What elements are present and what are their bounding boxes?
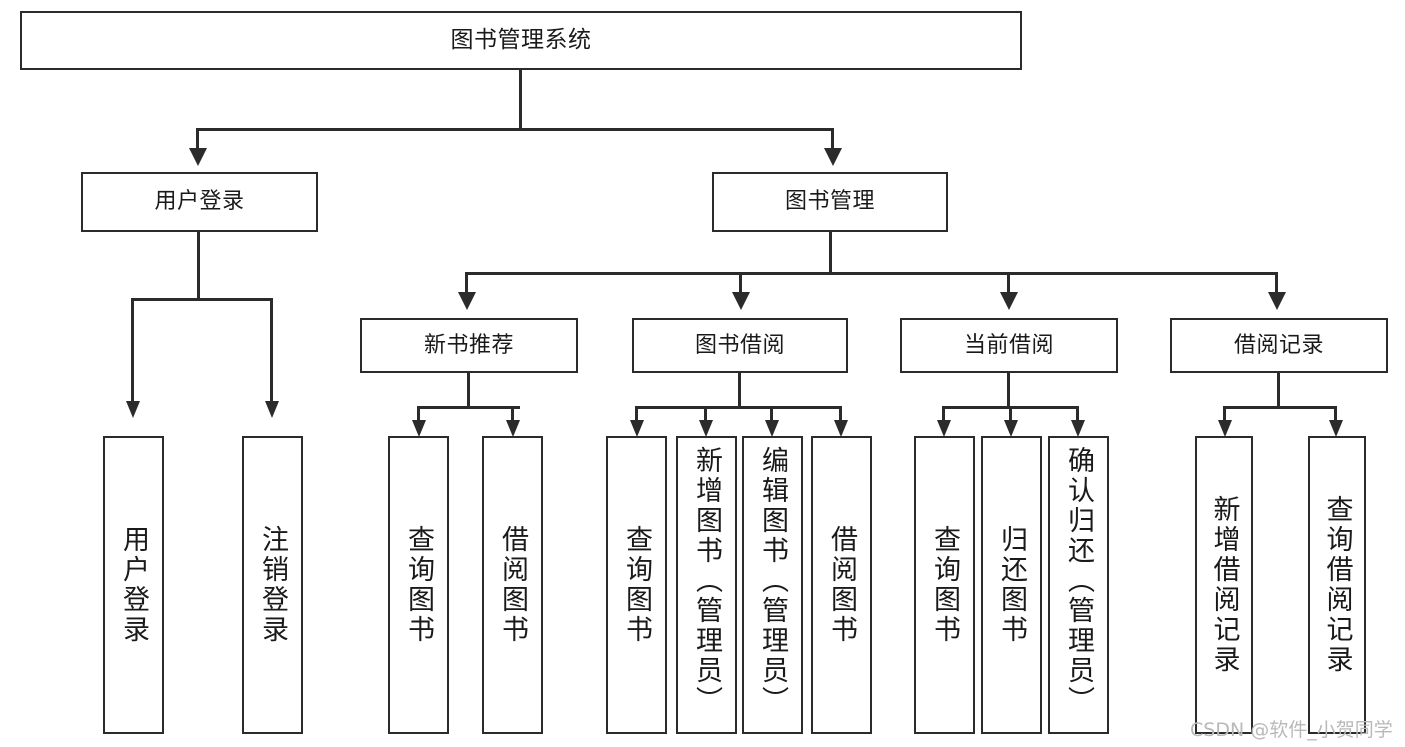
connector-current-borrow-stem <box>1007 373 1010 409</box>
node-user-login[interactable]: 用户登录 <box>81 172 318 232</box>
node-label: 查询借阅记录 <box>1321 495 1353 675</box>
node-label: 当前借阅 <box>963 332 1054 358</box>
node-label: 查询图书 <box>403 525 434 645</box>
node-label: 图书管理 <box>784 189 875 215</box>
connector-new-book-stem <box>467 373 470 409</box>
connector-user-login-stem <box>197 232 200 300</box>
leaf-user-login[interactable]: 用户登录 <box>103 436 164 734</box>
connector-book-borrow-stem <box>738 373 741 409</box>
connector-bm-to-new-book <box>465 272 468 294</box>
leaf-borrow-record-query[interactable]: 查询借阅记录 <box>1308 436 1366 734</box>
node-book-management[interactable]: 图书管理 <box>712 172 948 232</box>
leaf-current-borrow-return-books[interactable]: 归还图书 <box>981 436 1042 734</box>
leaf-new-book-query-books[interactable]: 查询图书 <box>388 436 449 734</box>
node-current-borrow[interactable]: 当前借阅 <box>900 318 1118 373</box>
connector-new-book-drop-2 <box>511 406 514 422</box>
arrow-current-borrow-to-query <box>937 420 951 437</box>
arrow-bm-to-borrow-record <box>1268 292 1286 310</box>
node-label: 图书借阅 <box>694 332 785 358</box>
leaf-current-borrow-query-books[interactable]: 查询图书 <box>914 436 975 734</box>
connector-book-borrow-drop-2 <box>704 406 707 422</box>
arrow-to-leaf-logout <box>265 401 279 418</box>
arrow-current-borrow-to-return <box>1004 420 1018 437</box>
connector-user-login-right-drop <box>270 298 273 403</box>
arrow-book-borrow-to-query <box>630 420 644 437</box>
node-label: 借阅记录 <box>1233 332 1324 358</box>
connector-root-stem <box>519 70 522 130</box>
node-label: 用户登录 <box>118 525 149 645</box>
connector-borrow-record-bus <box>1223 406 1337 409</box>
leaf-book-borrow-lend-books[interactable]: 借阅图书 <box>811 436 872 734</box>
connector-bm-to-current-borrow <box>1007 272 1010 294</box>
connector-book-borrow-bus <box>635 406 842 409</box>
leaf-new-book-borrow-books[interactable]: 借阅图书 <box>482 436 543 734</box>
connector-user-login-left-drop <box>131 298 134 403</box>
node-label: 新增图书（管理员） <box>691 446 722 716</box>
node-label: 用户登录 <box>154 189 245 215</box>
connector-book-borrow-drop-1 <box>635 406 638 422</box>
connector-book-borrow-drop-4 <box>839 406 842 422</box>
arrow-book-borrow-to-edit <box>765 420 779 437</box>
connector-book-borrow-drop-3 <box>770 406 773 422</box>
arrow-to-leaf-user-login <box>126 401 140 418</box>
arrow-bm-to-current-borrow <box>1000 292 1018 310</box>
connector-current-borrow-drop-2 <box>1009 406 1012 422</box>
node-label: 新书推荐 <box>423 332 514 358</box>
node-label: 查询图书 <box>621 525 652 645</box>
node-book-borrow[interactable]: 图书借阅 <box>632 318 848 373</box>
node-label: 编辑图书（管理员） <box>757 446 788 716</box>
connector-book-management-stem <box>829 232 832 274</box>
connector-borrow-record-drop-2 <box>1334 406 1337 422</box>
connector-current-borrow-drop-1 <box>942 406 945 422</box>
connector-book-management-bus <box>465 272 1277 275</box>
node-root-book-management-system[interactable]: 图书管理系统 <box>20 11 1022 70</box>
connector-new-book-bus <box>417 406 520 409</box>
connector-root-bus <box>197 128 834 131</box>
node-label: 借阅图书 <box>497 525 528 645</box>
connector-bm-to-borrow-record <box>1275 272 1278 294</box>
node-label: 借阅图书 <box>826 525 857 645</box>
connector-new-book-drop-1 <box>417 406 420 422</box>
leaf-book-borrow-edit-book-admin[interactable]: 编辑图书（管理员） <box>742 436 803 734</box>
arrow-new-book-to-borrow <box>506 420 520 437</box>
node-label: 归还图书 <box>996 525 1027 645</box>
connector-current-borrow-drop-3 <box>1076 406 1079 422</box>
leaf-current-borrow-confirm-return-admin[interactable]: 确认归还（管理员） <box>1048 436 1109 734</box>
node-label: 确认归还（管理员） <box>1063 446 1094 716</box>
arrow-root-to-book-management <box>824 148 842 166</box>
leaf-logout[interactable]: 注销登录 <box>242 436 303 734</box>
node-label: 图书管理系统 <box>450 27 592 54</box>
connector-root-to-user-login <box>196 128 199 150</box>
leaf-book-borrow-add-book-admin[interactable]: 新增图书（管理员） <box>676 436 737 734</box>
arrow-borrow-record-to-add <box>1218 420 1232 437</box>
node-borrow-record[interactable]: 借阅记录 <box>1170 318 1388 373</box>
arrow-new-book-to-query <box>412 420 426 437</box>
arrow-book-borrow-to-add <box>699 420 713 437</box>
arrow-current-borrow-to-confirm <box>1071 420 1085 437</box>
connector-root-to-book-management <box>831 128 834 150</box>
connector-bm-to-book-borrow <box>739 272 742 294</box>
connector-borrow-record-stem <box>1277 373 1280 409</box>
connector-user-login-bus <box>131 298 273 301</box>
leaf-borrow-record-add[interactable]: 新增借阅记录 <box>1195 436 1253 734</box>
arrow-book-borrow-to-lend <box>834 420 848 437</box>
arrow-borrow-record-to-query <box>1329 420 1343 437</box>
node-label: 注销登录 <box>257 525 288 645</box>
arrow-root-to-user-login <box>189 148 207 166</box>
arrow-bm-to-book-borrow <box>732 292 750 310</box>
node-label: 查询图书 <box>929 525 960 645</box>
node-label: 新增借阅记录 <box>1208 495 1240 675</box>
arrow-bm-to-new-book <box>458 292 476 310</box>
leaf-book-borrow-query-books[interactable]: 查询图书 <box>606 436 667 734</box>
node-new-book-recommend[interactable]: 新书推荐 <box>360 318 578 373</box>
connector-borrow-record-drop-1 <box>1223 406 1226 422</box>
